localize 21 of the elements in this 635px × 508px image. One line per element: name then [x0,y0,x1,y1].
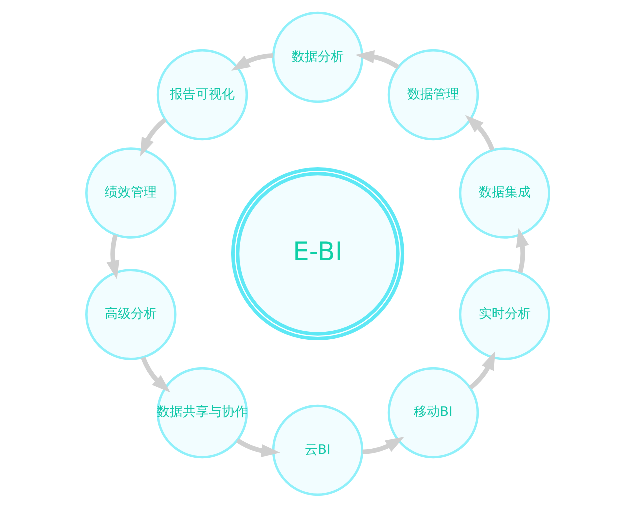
arrow [106,234,120,280]
node-circle: 数据分析 [272,12,364,104]
node-circle: E-BI [230,167,404,341]
node-circle: 绩效管理 [85,148,176,239]
node-circle: 数据管理 [387,49,479,141]
arrow [362,437,404,455]
node-circle: 数据集成 [458,148,550,239]
arrow [468,351,496,390]
node-circle: 高级分析 [85,269,176,360]
node-circle: 报告可视化 [156,49,248,141]
arrow [231,53,273,71]
node-circle: 移动BI [387,367,479,459]
arrow [236,438,280,458]
node-circle: 实时分析 [458,269,550,360]
arrow [140,356,170,393]
arrow [516,228,529,274]
arrow [464,115,494,152]
arrow [140,118,166,157]
node-circle: 数据共享与协作 [156,367,248,459]
arrow [355,50,400,70]
node-circle: 云BI [272,404,364,496]
